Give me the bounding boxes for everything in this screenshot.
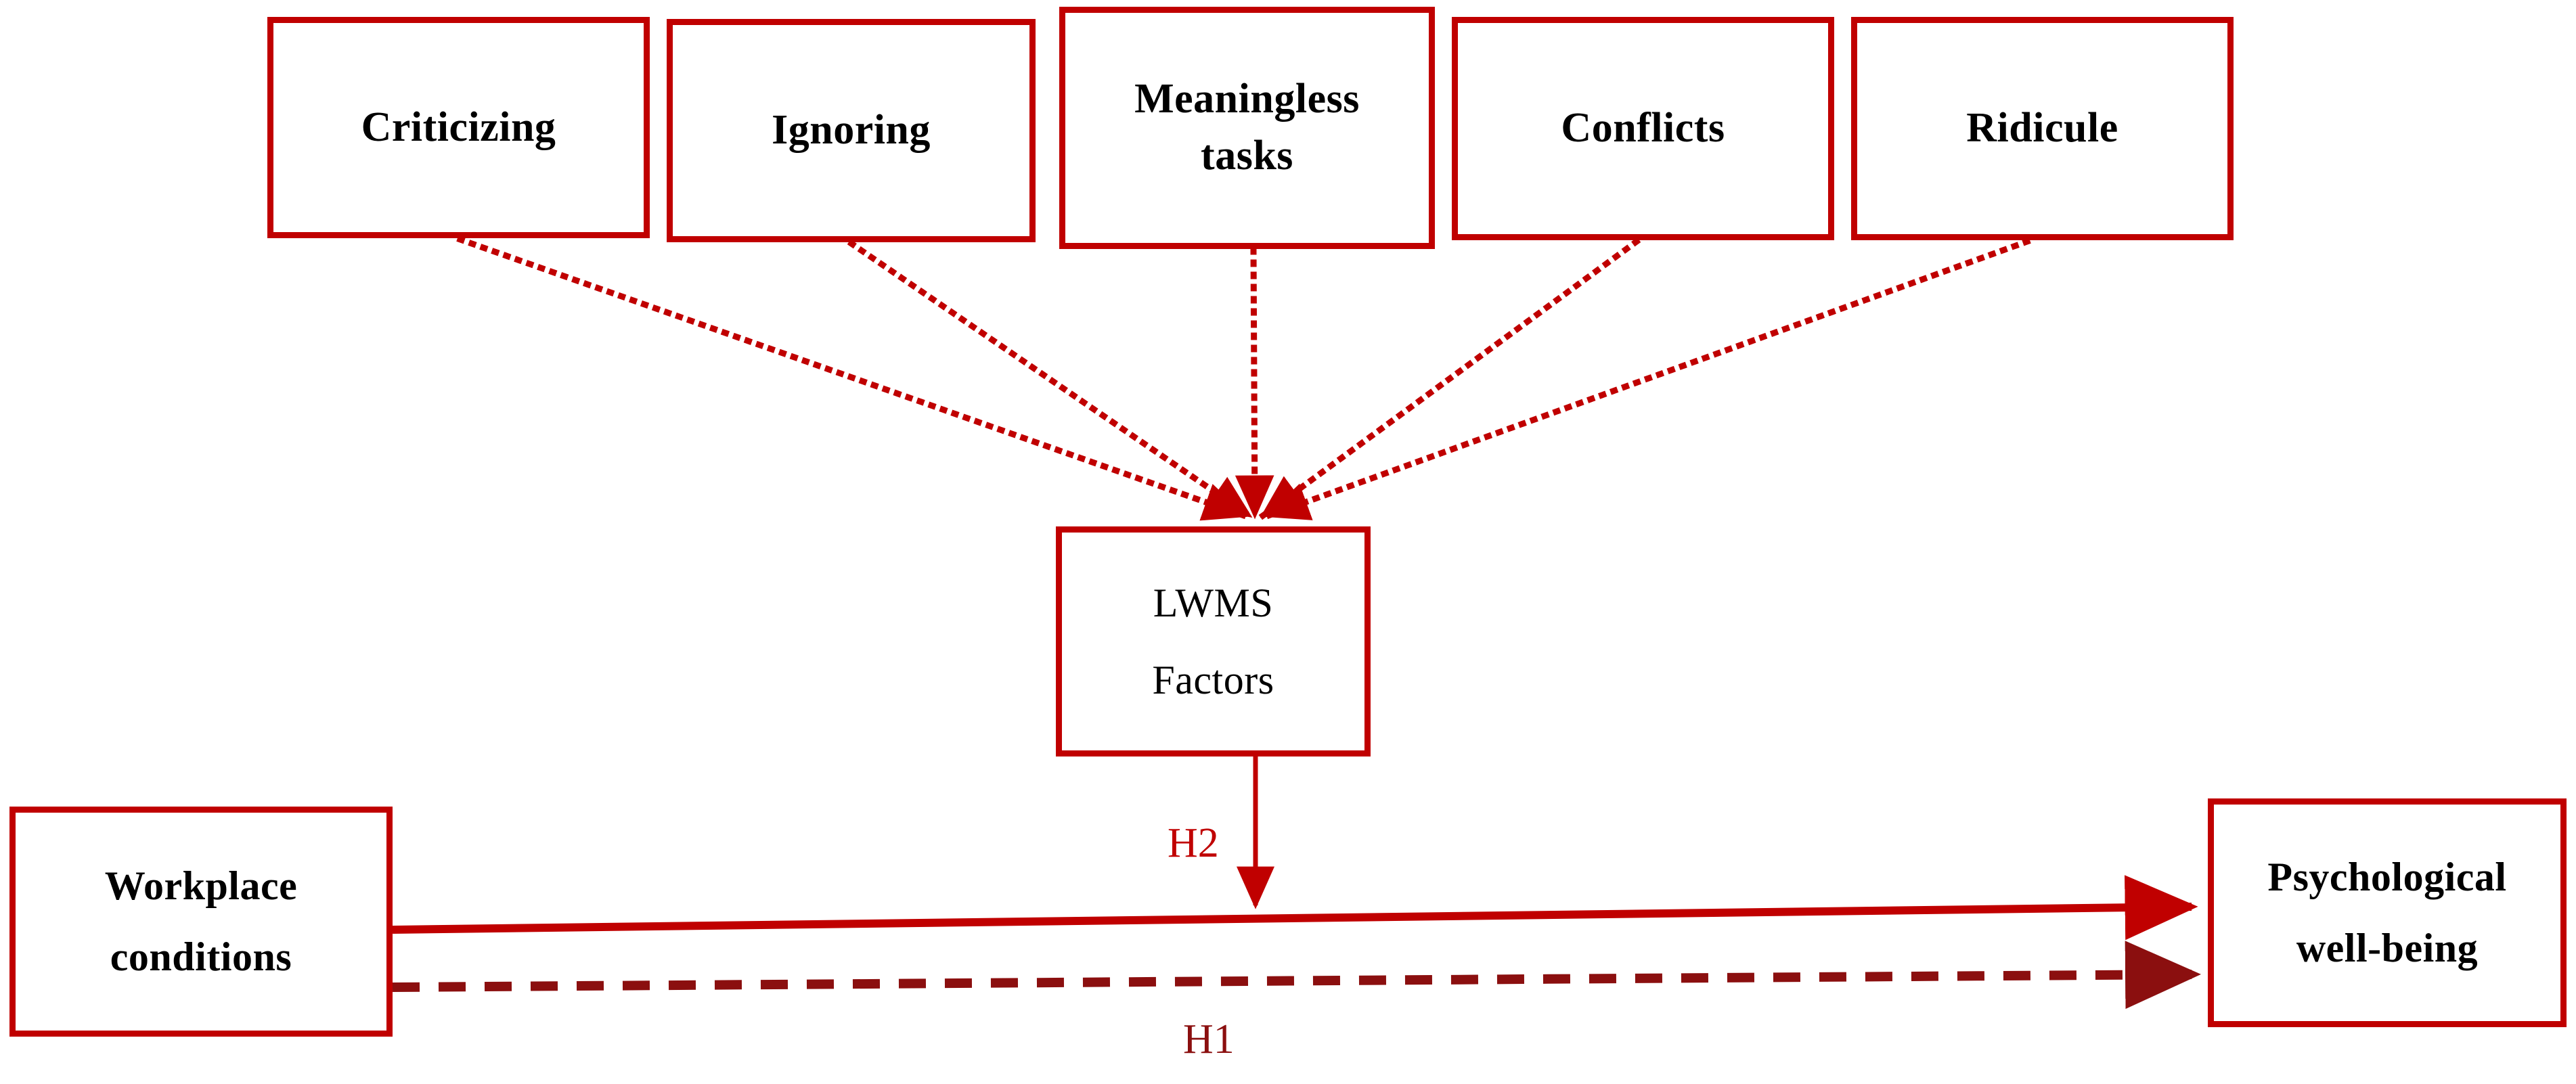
node-conflicts-label: Conflicts — [1561, 105, 1725, 152]
node-psychological-well-being-label: Psychological well-being — [2267, 855, 2507, 970]
node-ignoring-label: Ignoring — [772, 107, 931, 154]
edge-workplace-to-wellbeing-dashed — [392, 941, 2201, 1010]
node-ignoring[interactable]: Ignoring — [667, 19, 1036, 242]
node-meaningless-tasks-label: Meaningless tasks — [1134, 76, 1360, 179]
node-lwms-factors-label: LWMS Factors — [1152, 581, 1274, 702]
node-ridicule-label: Ridicule — [1966, 105, 2118, 152]
dotted-indicator-edges — [456, 235, 2031, 521]
edge-criticizing-to-lwms — [456, 235, 1248, 521]
hypothesis-label-h2: H2 — [1168, 820, 1219, 866]
node-ridicule[interactable]: Ridicule — [1851, 17, 2234, 240]
node-criticizing-label: Criticizing — [361, 104, 556, 150]
node-psychological-well-being[interactable]: Psychological well-being — [2208, 798, 2567, 1027]
edge-meaningless-tasks-to-lwms — [1235, 247, 1274, 520]
hypothesis-label-h1: H1 — [1183, 1016, 1235, 1062]
edge-ignoring-to-lwms — [847, 239, 1254, 520]
edge-workplace-to-wellbeing-solid — [392, 875, 2198, 941]
node-workplace-conditions[interactable]: Workplace conditions — [9, 807, 393, 1037]
node-criticizing[interactable]: Criticizing — [267, 17, 650, 238]
edge-conflicts-to-lwms — [1258, 237, 1641, 520]
node-workplace-conditions-label: Workplace conditions — [104, 863, 298, 979]
edge-ridicule-to-lwms — [1264, 238, 2031, 520]
node-lwms-factors[interactable]: LWMS Factors — [1056, 526, 1371, 756]
node-meaningless-tasks[interactable]: Meaningless tasks — [1059, 7, 1435, 249]
node-conflicts[interactable]: Conflicts — [1452, 17, 1834, 240]
